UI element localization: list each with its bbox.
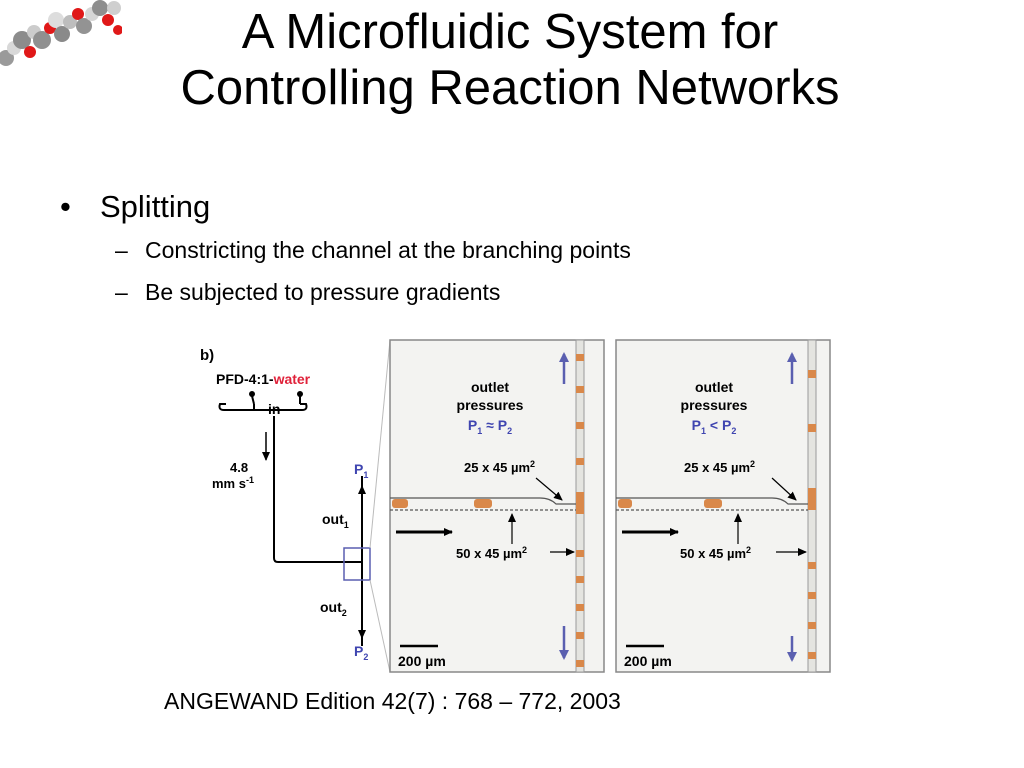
scale-bar-2: 200 µm: [624, 653, 672, 669]
title-line-1: A Microfluidic System for: [241, 5, 779, 59]
micrograph-panel-lower: outlet pressures P1 < P2 25 x 45 µm2 50 …: [615, 339, 831, 673]
pressures-label-1: pressures: [457, 397, 524, 413]
outlet-label-2: outlet: [695, 379, 733, 395]
bullet-splitting: Splitting: [60, 188, 631, 226]
sub-bullet-pressure: Be subjected to pressure gradients: [60, 277, 631, 307]
panel-label: b): [200, 347, 214, 364]
pressure-relation-less: P1 < P2: [692, 417, 737, 436]
narrow-dimension-1: 25 x 45 µm2: [464, 459, 535, 475]
pressures-label-2: pressures: [681, 397, 748, 413]
sub-bullet-constricting: Constricting the channel at the branchin…: [60, 235, 631, 265]
device-schematic: b) PFD-4:1-water in 4.8 mm s-1 P1 out1 o…: [200, 339, 391, 673]
scale-bar-1: 200 µm: [398, 653, 446, 669]
molecule-atoms: [0, 0, 122, 66]
microfluidic-figure: b) PFD-4:1-water in 4.8 mm s-1 P1 out1 o…: [196, 336, 836, 676]
inlet-port-2: [297, 391, 303, 397]
flow-speed: 4.8: [230, 460, 248, 475]
out1-label: out1: [322, 511, 349, 530]
out2-label: out2: [320, 599, 347, 618]
bullet-list: Splitting Constricting the channel at th…: [60, 188, 631, 307]
citation: ANGEWAND Edition 42(7) : 768 – 772, 2003: [164, 688, 621, 714]
wide-dimension-1: 50 x 45 µm2: [456, 545, 527, 561]
slide-title: A Microfluidic System for Controlling Re…: [100, 4, 920, 116]
title-line-2: Controlling Reaction Networks: [180, 61, 840, 115]
micrograph-panel-equal: outlet pressures P1 ≈ P2 25 x 45 µm2 50 …: [389, 339, 605, 673]
wide-dimension-2: 50 x 45 µm2: [680, 545, 751, 561]
narrow-dimension-2: 25 x 45 µm2: [684, 459, 755, 475]
p2-label-schematic: P2: [354, 643, 368, 662]
pressure-relation-equal: P1 ≈ P2: [468, 417, 512, 436]
zoom-box: [343, 547, 371, 581]
inlet-label: in: [268, 401, 280, 417]
p1-label-schematic: P1: [354, 461, 368, 480]
fluid-label: PFD-4:1-water: [216, 371, 311, 387]
outlet-label-1: outlet: [471, 379, 509, 395]
flow-unit: mm s-1: [212, 475, 254, 491]
inlet-port-1: [249, 391, 255, 397]
molecule-logo: [0, 0, 122, 66]
